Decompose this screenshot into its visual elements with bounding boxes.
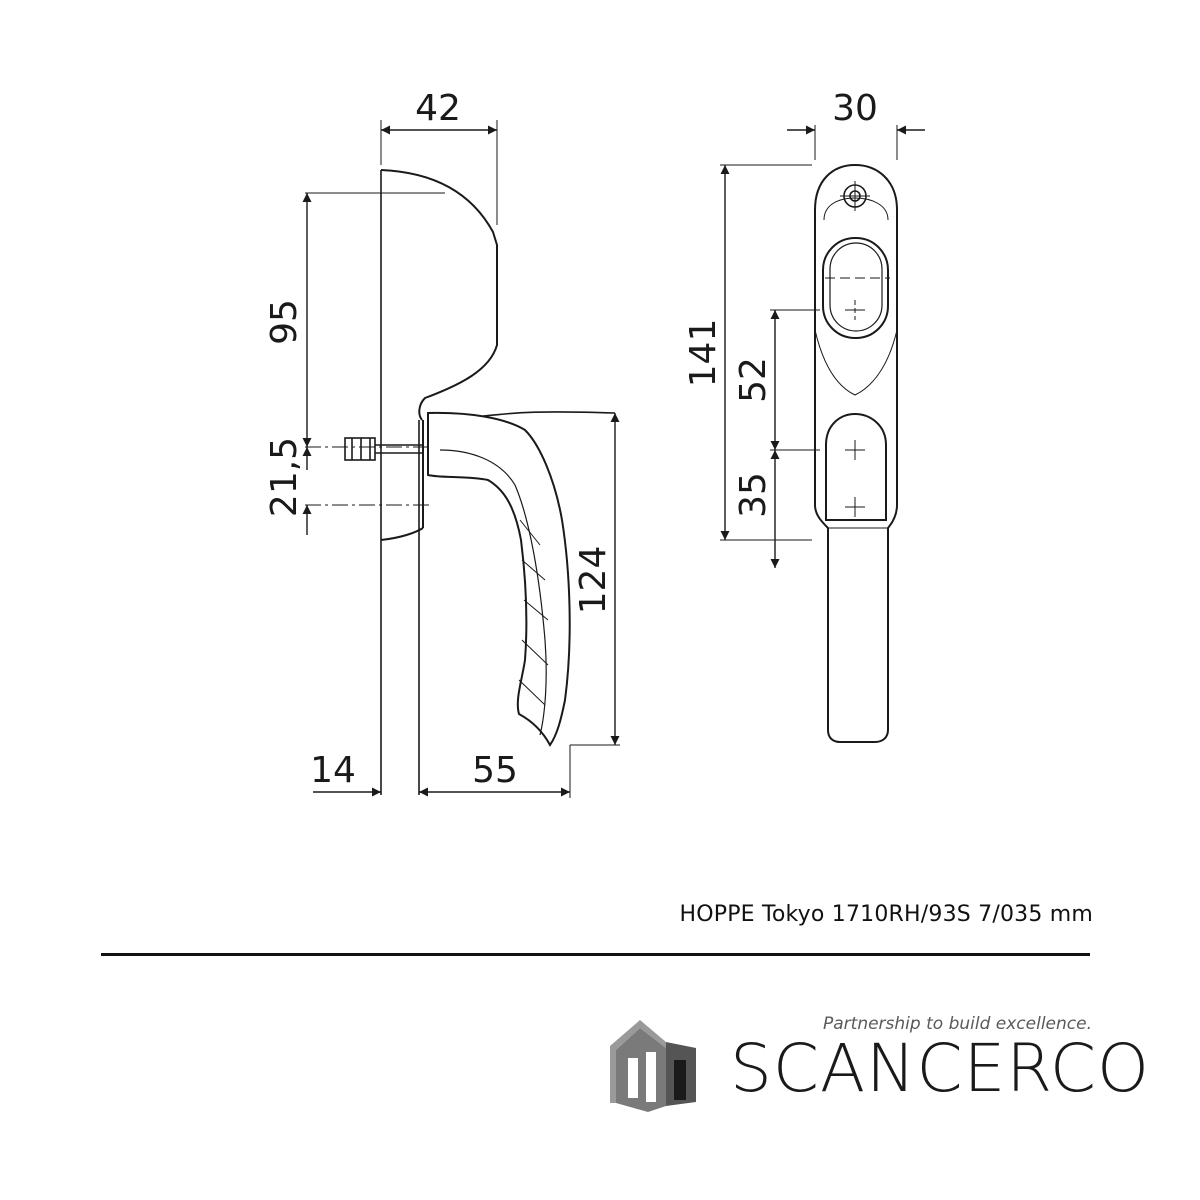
dim-total-height: 141: [683, 319, 724, 388]
dim-lever-projection: 55: [472, 750, 518, 791]
dim-lever-length: 124: [573, 546, 614, 615]
brand-name: SCANCERCO: [730, 1030, 1150, 1107]
divider-line: [101, 953, 1090, 956]
house-logo-icon: [610, 1020, 696, 1112]
dim-rose-height: 95: [264, 299, 305, 345]
dim-lower-offset: 35: [733, 472, 774, 518]
dim-center-distance: 52: [733, 357, 774, 403]
side-dimension-lines: [302, 125, 620, 797]
brand-tagline: Partnership to build excellence.: [823, 1014, 1092, 1034]
side-view: [305, 120, 620, 798]
product-caption: HOPPE Tokyo 1710RH/93S 7/035 mm: [679, 902, 1093, 927]
front-view: [720, 125, 898, 743]
dim-side-width: 42: [415, 88, 461, 129]
dim-spindle-offset: 21,5: [264, 437, 305, 517]
dim-rose-depth: 14: [310, 750, 356, 791]
front-dimension-lines: [720, 125, 925, 568]
dim-front-width: 30: [832, 88, 878, 129]
